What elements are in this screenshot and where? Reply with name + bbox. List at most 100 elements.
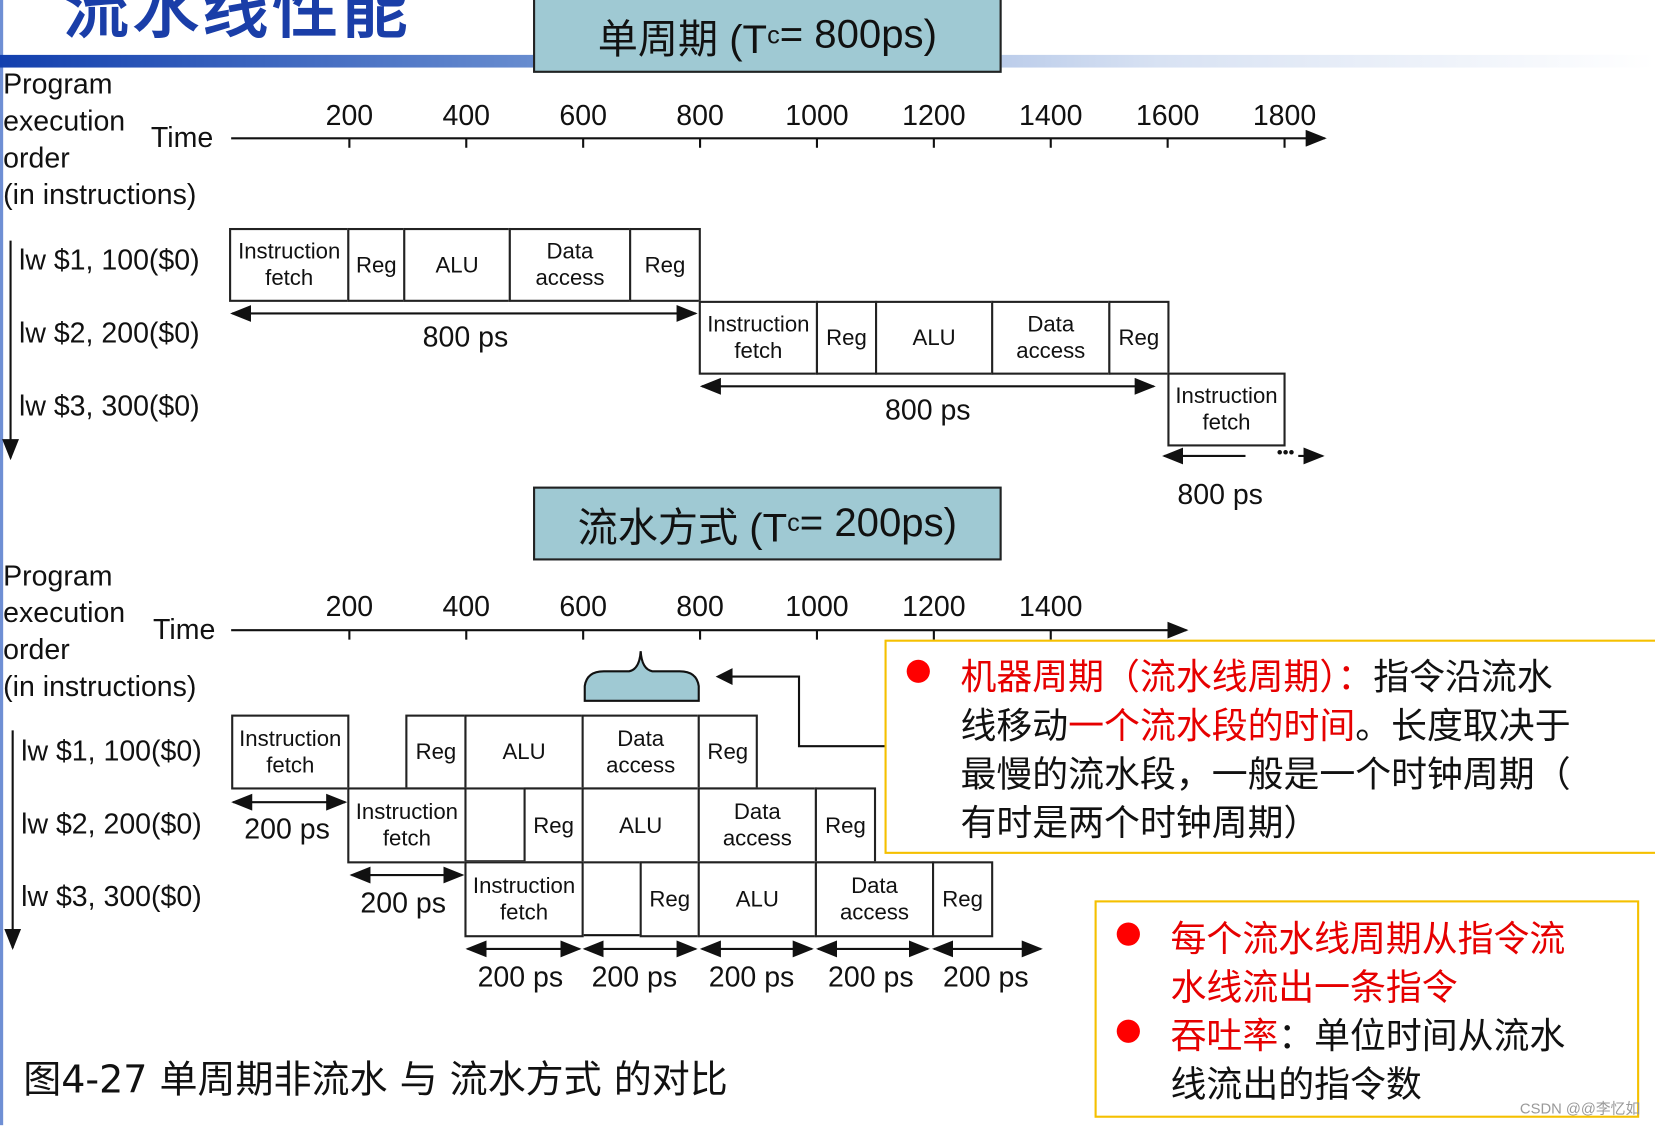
stage-box: Data access [991, 300, 1111, 375]
title-sub: c [787, 508, 800, 538]
note-throughput [1094, 900, 1640, 1118]
stage-box: ALU [464, 714, 584, 790]
stage-box: ALU [403, 227, 511, 302]
note-machine-cycle [884, 639, 1655, 854]
note1-line3: 最慢的流水段，一般是一个时钟周期（ [960, 753, 1571, 796]
tick-label: 400 [442, 590, 491, 623]
pointer-arrow [728, 675, 885, 748]
stage-box: Data access [814, 861, 935, 938]
order-label: execution [3, 596, 126, 629]
tick-label: 1000 [785, 99, 849, 132]
duration-label: 200 ps [477, 961, 564, 993]
stage-box: Reg [347, 227, 406, 302]
note2-line4: 线流出的指令数 [1170, 1063, 1422, 1107]
tick-label: 400 [442, 99, 491, 132]
stage-box: Reg [697, 714, 758, 790]
instruction-label: lw $2, 200($0) [21, 807, 202, 840]
stage-box: Data access [581, 714, 700, 790]
tick-label: 1200 [902, 99, 966, 132]
duration-label: 200 ps [827, 961, 914, 993]
stage-box: Reg [523, 787, 584, 864]
duration-label: 200 ps [244, 813, 330, 845]
title-text-suffix: = 800ps) [779, 12, 937, 57]
order-label: execution [3, 105, 126, 137]
instruction-label: lw $1, 100($0) [18, 244, 200, 277]
duration-label: 800 ps [422, 321, 509, 354]
text: 。长度取决于 [1355, 705, 1571, 748]
tick-label: 600 [559, 590, 607, 623]
stage-box: Instruction fetch [231, 714, 350, 790]
tick-label: 1800 [1252, 99, 1317, 132]
stage-box: Instruction fetch [1167, 372, 1286, 447]
stage-box: Reg [629, 227, 701, 302]
stage-box: Reg [1108, 300, 1170, 375]
left-border [0, 0, 4, 1126]
tick-label: 200 [325, 590, 374, 623]
text: 线移动 [960, 705, 1069, 748]
time-label: Time [150, 121, 214, 154]
title-sub: c [767, 20, 780, 50]
instruction-label: lw $3, 300($0) [21, 880, 202, 913]
text: ：单位时间从流水 [1278, 1015, 1566, 1058]
text: 指令沿流水 [1373, 656, 1553, 699]
order-label: (in instructions) [3, 670, 197, 703]
stage-box: Instruction fetch [698, 300, 819, 375]
duration-label: 200 ps [360, 887, 446, 919]
instruction-label: lw $2, 200($0) [18, 317, 200, 349]
title-text-suffix: = 200ps) [799, 500, 958, 546]
stage-box: Data access [697, 787, 817, 864]
brace [583, 651, 700, 702]
tick-label: 1200 [902, 590, 966, 623]
bullet-icon [906, 659, 930, 683]
stage-box: Reg [814, 787, 877, 864]
tick-label: 1400 [1019, 590, 1083, 623]
title-text: 流水方式 (T [577, 506, 788, 551]
tick-label: 600 [559, 99, 607, 132]
note2-line1: 每个流水线周期从指令流 [1170, 918, 1566, 961]
order-label: order [3, 141, 70, 174]
stage-box: Reg [932, 861, 994, 938]
ellipsis: ••• [1276, 444, 1295, 463]
tick-label: 1600 [1135, 99, 1200, 132]
watermark: CSDN @@李忆如 [1519, 1099, 1641, 1117]
tick-label: 1000 [785, 590, 849, 623]
note1-line4: 有时是两个时钟周期） [960, 802, 1320, 845]
note2-line2: 水线流出一条指令 [1170, 966, 1458, 1010]
instruction-label: lw $3, 300($0) [18, 390, 200, 422]
note1-line1: 机器周期（流水线周期）：指令沿流水 [961, 648, 1553, 700]
order-label: (in instructions) [3, 178, 197, 211]
stage-box: ALU [697, 861, 817, 938]
tick-label: 1400 [1019, 99, 1083, 132]
note1-line2: 线移动一个流水段的时间。长度取决于 [961, 697, 1571, 749]
instruction-label: lw $1, 100($0) [21, 735, 202, 767]
pointer-arrowhead [715, 668, 733, 686]
slide-title: 流水线性能 [63, 0, 412, 48]
stage-box: ALU [581, 787, 700, 864]
bullet-icon [1116, 1019, 1140, 1043]
title-text: 单周期 (T [597, 17, 768, 63]
stage-box: Instruction fetch [229, 227, 350, 302]
duration-label: 200 ps [943, 961, 1029, 993]
tick-label: 800 [676, 99, 724, 132]
highlight-text: 一个流水段的时间 [1068, 705, 1356, 748]
stage-box: Instruction fetch [464, 861, 584, 938]
time-label: Time [153, 613, 216, 646]
order-label: Program [3, 559, 113, 592]
stage-box: ALU [875, 300, 994, 375]
order-label: Program [3, 68, 113, 100]
highlight-text: 吞吐率 [1170, 1015, 1279, 1058]
duration-label: 800 ps [884, 394, 971, 426]
duration-label: 200 ps [708, 961, 795, 993]
stage-box: Reg [815, 300, 878, 375]
bullet-icon [1116, 922, 1140, 946]
note2-line3: 吞吐率：单位时间从流水 [1171, 1007, 1566, 1059]
duration-label: 200 ps [591, 961, 678, 993]
stage-box: Reg [639, 861, 700, 938]
stage-box: Data access [508, 227, 632, 302]
order-label: order [3, 633, 70, 666]
tick-label: 800 [676, 590, 724, 623]
figure-caption: 图4-27 单周期非流水 与 流水方式 的对比 [23, 1058, 728, 1102]
